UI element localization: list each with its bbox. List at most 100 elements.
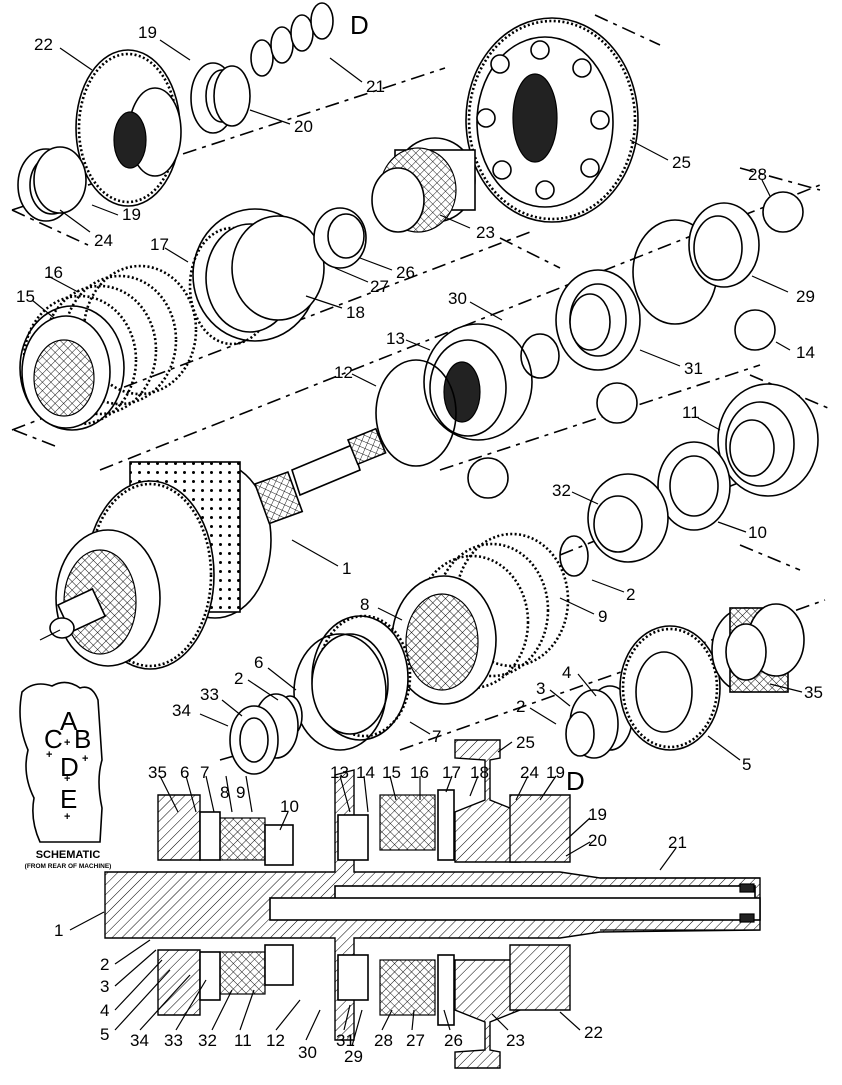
hub-11	[717, 383, 819, 497]
section-view	[104, 739, 761, 1069]
callout-34: 34	[172, 701, 191, 720]
callout-17: 17	[150, 235, 169, 254]
callout-15: 15	[16, 287, 35, 306]
callout-2b: 2	[234, 669, 243, 688]
section-31: 31	[336, 1031, 355, 1050]
section-28: 28	[374, 1031, 393, 1050]
callout-35: 35	[804, 683, 823, 702]
callout-33: 33	[200, 685, 219, 704]
svg-text:+: +	[64, 773, 70, 785]
section-33: 33	[164, 1031, 183, 1050]
piston-32	[587, 473, 669, 563]
callout-13: 13	[386, 329, 405, 348]
callout-D-top: D	[350, 10, 369, 40]
callout-3: 3	[536, 679, 545, 698]
clutch-pack-15-16	[19, 264, 198, 431]
callout-27: 27	[370, 277, 389, 296]
bearing-20	[213, 65, 251, 127]
schematic-title: SCHEMATIC	[36, 849, 101, 861]
leader-lines	[31, 39, 803, 1047]
callout-11: 11	[682, 403, 700, 422]
section-12: 12	[266, 1031, 285, 1050]
piston-13	[423, 323, 533, 441]
clutch-pack-8-9	[391, 532, 570, 705]
callout-8: 8	[360, 595, 369, 614]
schematic-letter-d: D	[60, 752, 79, 782]
svg-text:+: +	[64, 737, 70, 749]
section-32: 32	[198, 1031, 217, 1050]
schematic-subtitle: (FROM REAR OF MACHINE)	[25, 863, 112, 870]
callout-2c: 2	[516, 697, 525, 716]
gear-22	[75, 49, 182, 207]
callout-24: 24	[94, 231, 113, 250]
section-13: 13	[330, 763, 349, 782]
gear-25	[465, 17, 639, 223]
seal-28-29-14	[632, 191, 804, 325]
section-2: 2	[100, 955, 109, 974]
section-18: 18	[470, 763, 489, 782]
section-24: 24	[520, 763, 539, 782]
gear-5	[619, 625, 721, 751]
section-6: 6	[180, 763, 189, 782]
schematic-letter-a: A	[60, 706, 78, 736]
section-23: 23	[506, 1031, 525, 1050]
callout-5: 5	[742, 755, 751, 774]
bearing-35	[711, 603, 805, 693]
callout-22: 22	[34, 35, 53, 54]
section-10: 10	[280, 797, 299, 816]
section-8: 8	[220, 783, 229, 802]
section-9: 9	[236, 783, 245, 802]
section-21: 21	[668, 833, 687, 852]
callout-23: 23	[476, 223, 495, 242]
section-4: 4	[100, 1001, 109, 1020]
section-20: 20	[588, 831, 607, 850]
section-callouts: 25 35 6 7 8 9 10 13 14 15 16 17 18 24 19…	[54, 733, 687, 1066]
section-30: 30	[298, 1043, 317, 1062]
ring-18	[231, 215, 325, 321]
schematic-letter-e: E	[60, 784, 77, 814]
callout-20: 20	[294, 117, 313, 136]
seal-rings-21	[250, 2, 334, 77]
hub-23	[371, 137, 476, 233]
section-1: 1	[54, 921, 63, 940]
callout-4: 4	[562, 663, 571, 682]
callout-D-bottom: D	[566, 766, 585, 796]
section-15: 15	[382, 763, 401, 782]
section-19a: 19	[546, 763, 565, 782]
schematic-inset: SCHEMATIC (FROM REAR OF MACHINE) C A B D…	[19, 681, 112, 870]
callout-30: 30	[448, 289, 467, 308]
callout-12: 12	[334, 363, 353, 382]
section-3: 3	[100, 977, 109, 996]
svg-text:+: +	[64, 811, 70, 823]
svg-text:+: +	[46, 749, 52, 761]
section-22: 22	[584, 1023, 603, 1042]
callout-6: 6	[254, 653, 263, 672]
callout-2a: 2	[626, 585, 635, 604]
spring-26-27	[313, 207, 367, 269]
section-5: 5	[100, 1025, 109, 1044]
callout-1: 1	[342, 559, 351, 578]
section-14: 14	[356, 763, 375, 782]
section-29: 29	[344, 1047, 363, 1066]
callout-28: 28	[748, 165, 767, 184]
callout-14: 14	[796, 343, 815, 362]
callout-21: 21	[366, 77, 385, 96]
callout-25: 25	[672, 153, 691, 172]
bearing-2-33-34	[229, 693, 303, 775]
svg-text:+: +	[82, 753, 88, 765]
spring-31	[555, 269, 641, 371]
callout-31: 31	[684, 359, 703, 378]
callout-32: 32	[552, 481, 571, 500]
seal-12	[375, 359, 457, 467]
section-11: 11	[234, 1031, 252, 1050]
spring-10	[657, 441, 731, 531]
callout-19a: 19	[138, 23, 157, 42]
ring-2-mid	[559, 535, 589, 577]
callout-7: 7	[432, 727, 441, 746]
spline-teeth	[600, 877, 760, 931]
section-19b: 19	[588, 805, 607, 824]
section-16: 16	[410, 763, 429, 782]
callout-9: 9	[598, 607, 607, 626]
